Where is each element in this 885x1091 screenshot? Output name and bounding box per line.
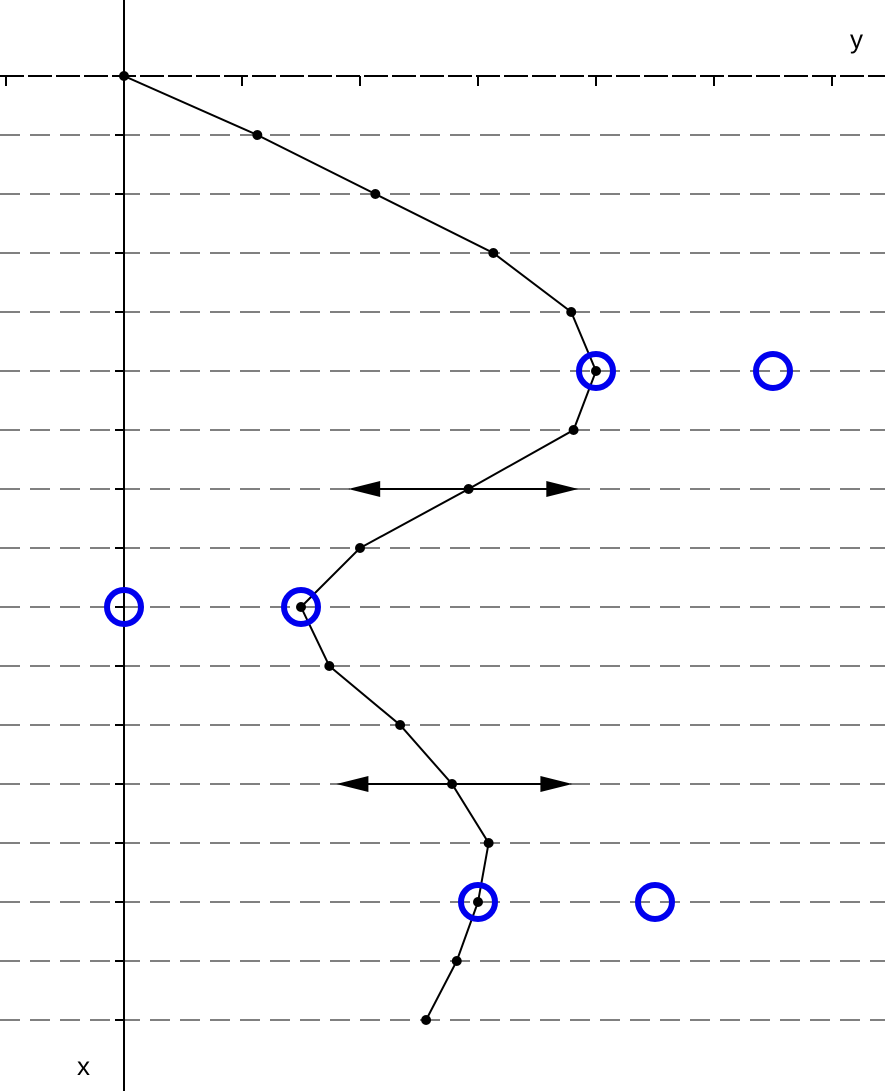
dashed-guide-lines [0,134,885,1021]
curve-point [483,838,494,848]
double-arrow [348,481,579,497]
curve-point [451,956,462,966]
curve-point [488,248,499,258]
circle-marker [635,882,675,922]
curve-point [370,189,381,199]
curve-point [296,602,306,612]
circle-marker [281,587,321,627]
curve-point [119,71,129,81]
curve-point [568,425,579,435]
circle-marker [576,351,616,391]
arrow-head-right [540,776,573,792]
double-arrow [336,776,573,792]
arrow-head-right [546,481,579,497]
circle-marker [753,351,793,391]
curve-point [355,543,365,553]
curve-point [421,1015,432,1025]
y-axis-label: y [850,24,863,54]
curve [119,71,601,1025]
circle-marker [104,587,144,627]
curve-point [473,897,483,907]
curve-point [252,130,263,140]
arrow-head-left [348,481,381,497]
double-arrows [336,481,579,792]
circle-markers [104,351,793,922]
x-axis-label: x [77,1051,90,1081]
curve-point [566,307,577,317]
arrow-head-left [336,776,369,792]
curve-point [395,720,406,730]
curve-point [324,661,335,671]
curve-point [591,366,601,376]
circle-marker [458,882,498,922]
